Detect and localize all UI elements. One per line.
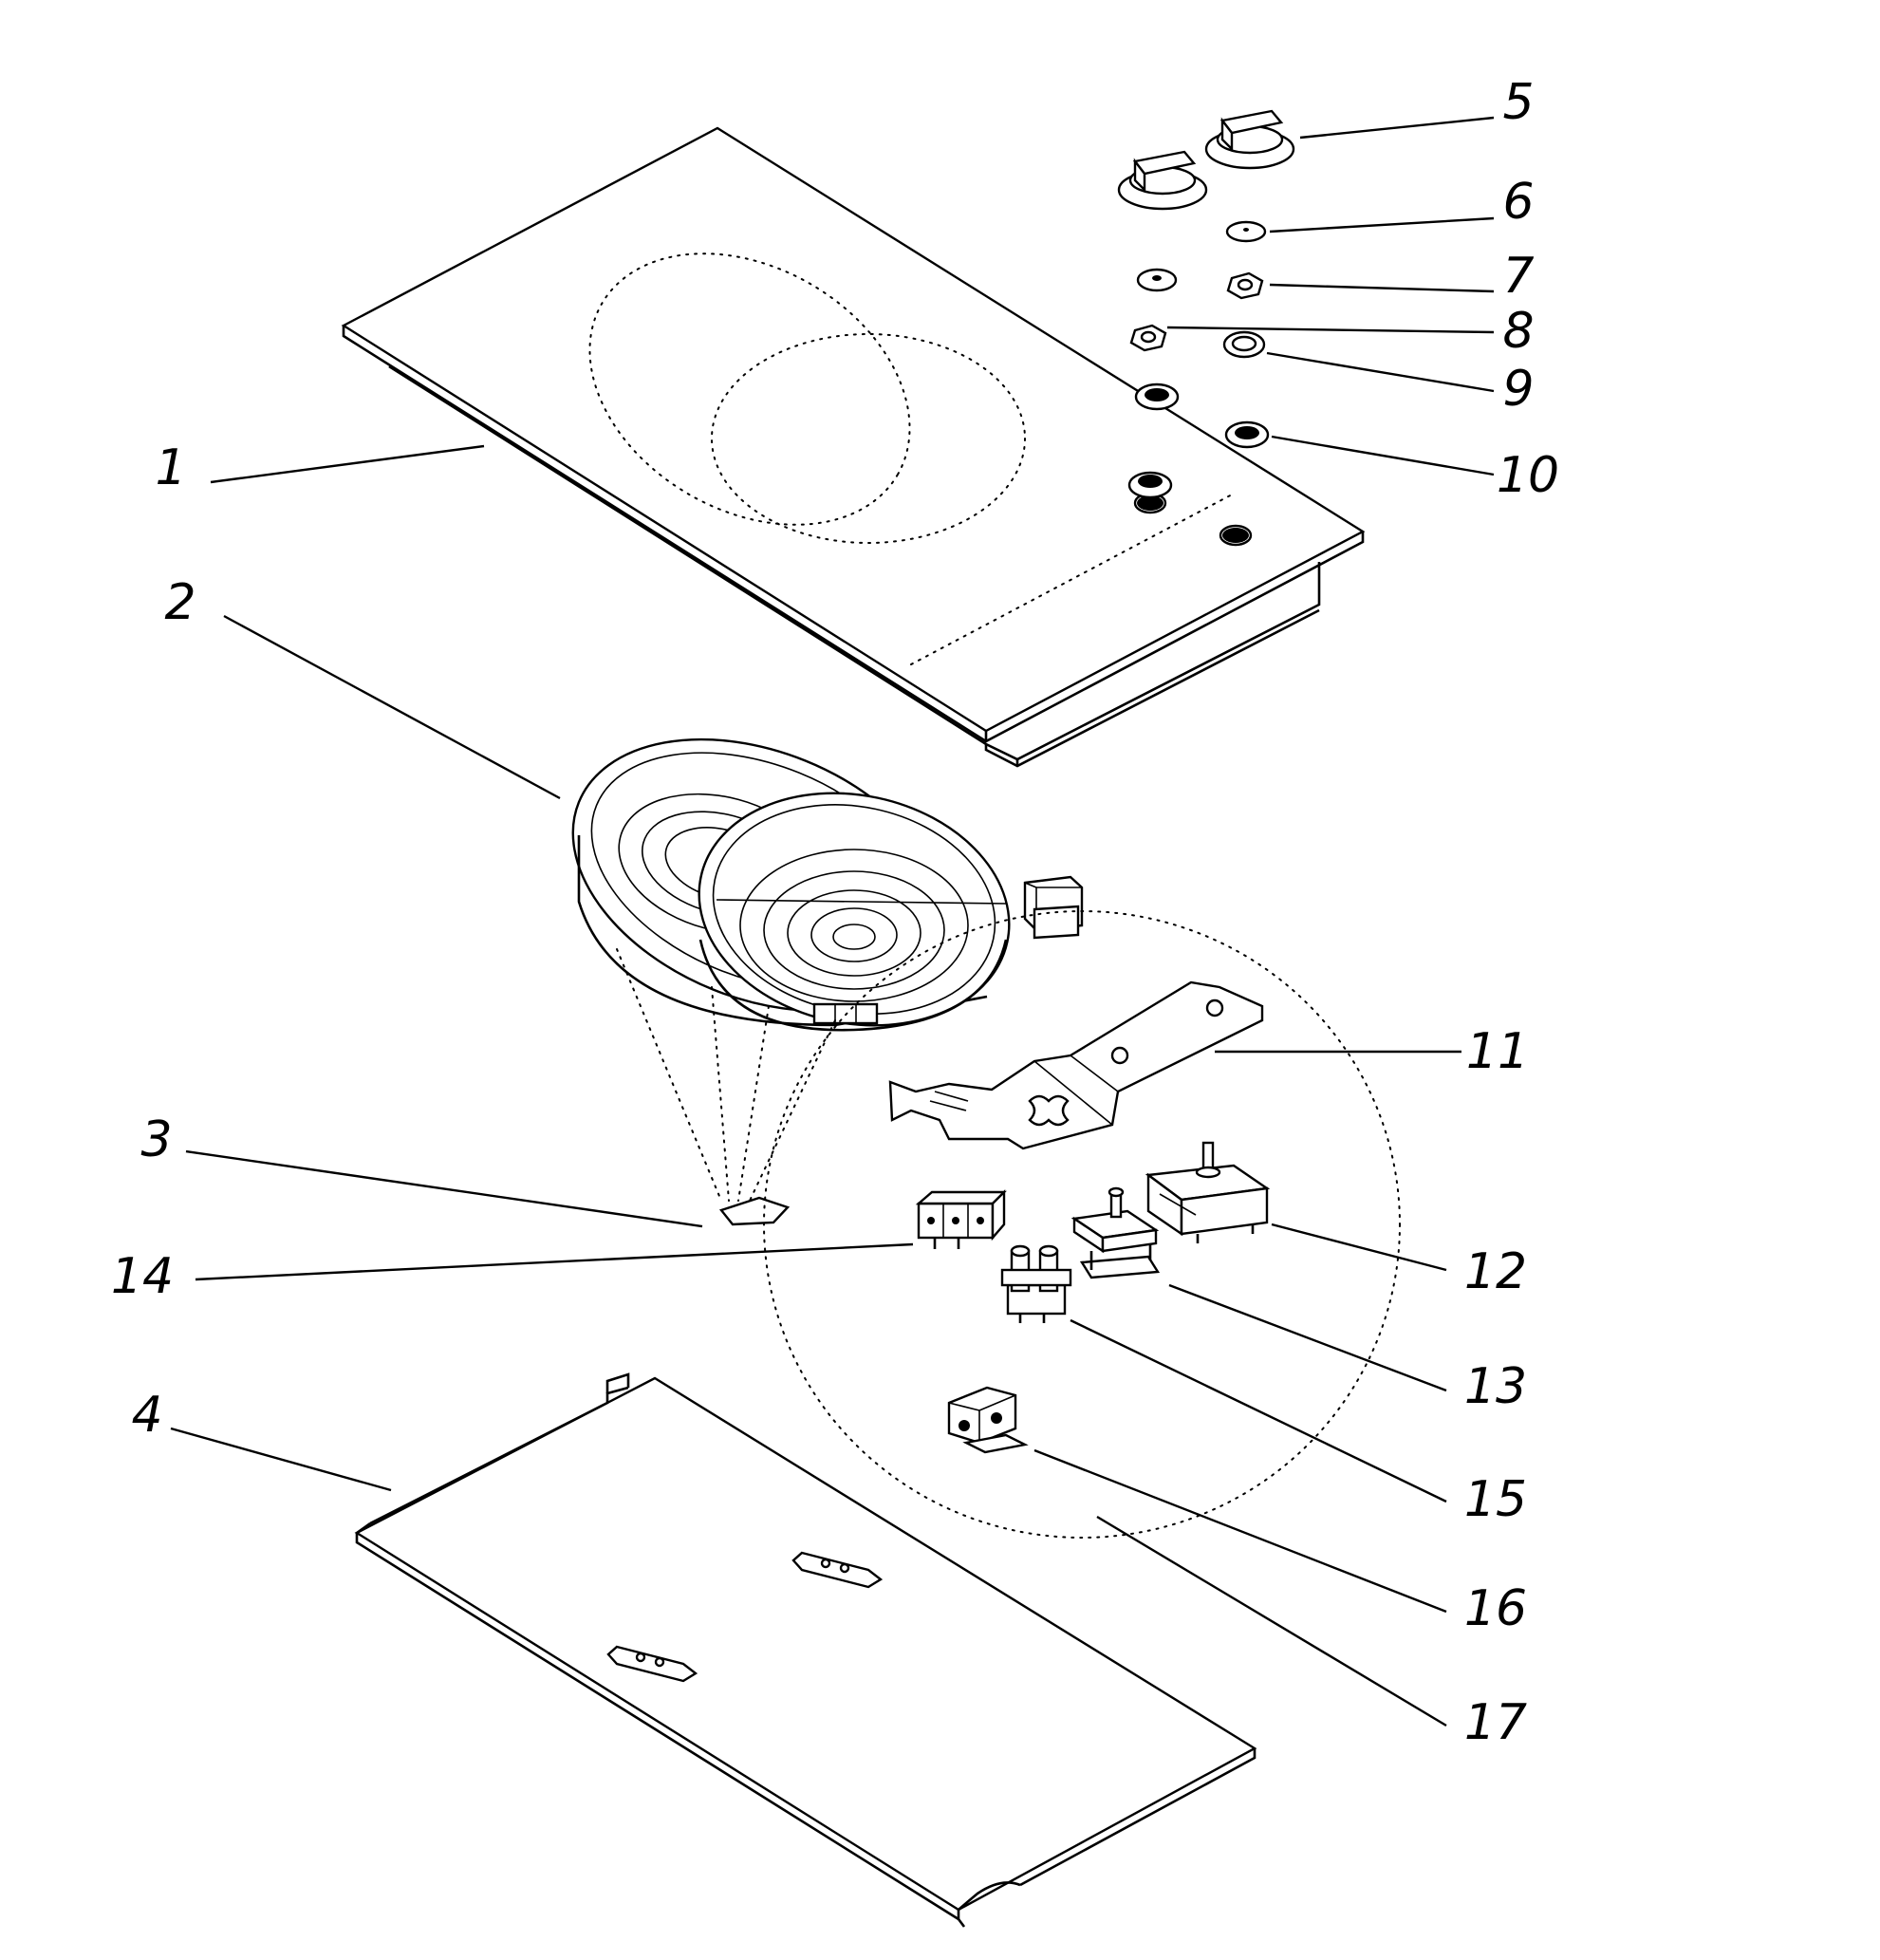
- label-part-7: 7: [1502, 248, 1534, 305]
- electrical-components-group: [763, 910, 1401, 1539]
- washer: [1222, 330, 1266, 359]
- label-part-8: 8: [1502, 303, 1534, 360]
- element-clip: [616, 948, 836, 1226]
- label-part-14: 14: [111, 1248, 174, 1305]
- label-part-15: 15: [1464, 1471, 1527, 1528]
- label-part-13: 13: [1464, 1358, 1527, 1415]
- energy-regulator: [1145, 1141, 1271, 1243]
- label-part-17: 17: [1464, 1694, 1527, 1751]
- rotary-switch: [1070, 1186, 1161, 1279]
- cable-clamp: [947, 1386, 1029, 1454]
- terminal-block: [915, 1189, 1007, 1249]
- label-part-10: 10: [1497, 447, 1559, 504]
- leader-lines: [170, 116, 1495, 1727]
- bottom-cover: [354, 1372, 1257, 1928]
- part-labels: 1 2 3 4 5 6 7 8 9 10 11 12 13 14 15 16 1…: [111, 74, 1559, 1751]
- label-part-12: 12: [1464, 1243, 1527, 1300]
- switch-bracket: [888, 980, 1264, 1150]
- label-part-5: 5: [1502, 74, 1534, 131]
- grommet: [1134, 383, 1270, 449]
- indicator-lamp-holder: [1000, 1244, 1072, 1323]
- label-part-4: 4: [131, 1387, 162, 1444]
- label-part-11: 11: [1466, 1023, 1529, 1080]
- label-part-6: 6: [1502, 174, 1534, 231]
- glass-ceramic-top: [341, 126, 1366, 768]
- hex-nut: [1129, 271, 1264, 352]
- radiant-heating-element: [571, 737, 1084, 1032]
- control-knob: [1117, 109, 1295, 211]
- label-part-2: 2: [164, 574, 195, 631]
- label-part-1: 1: [155, 439, 186, 496]
- label-part-16: 16: [1464, 1580, 1527, 1637]
- label-part-3: 3: [140, 1111, 172, 1168]
- spacer-ring: [1136, 268, 1178, 292]
- label-part-9: 9: [1502, 361, 1534, 418]
- knob-washer: [1225, 220, 1267, 243]
